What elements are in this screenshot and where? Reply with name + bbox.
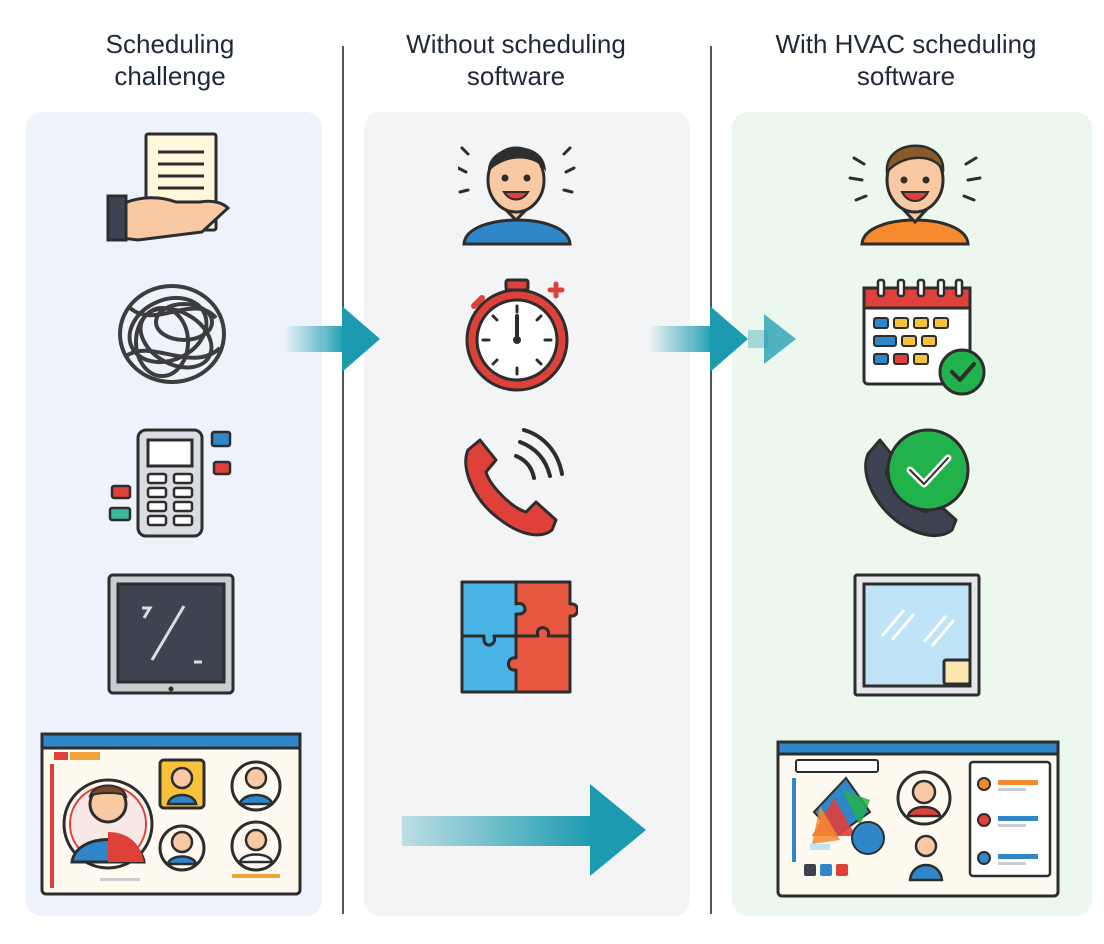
dashboard-icon	[776, 740, 1060, 898]
puzzle-pieces-icon	[458, 576, 578, 698]
hand-paper-icon	[104, 130, 234, 244]
divider-right	[710, 46, 712, 914]
blank-tablet-icon	[106, 572, 236, 696]
phone-check-icon	[858, 426, 972, 540]
column-title-with: With HVAC scheduling software	[775, 29, 1037, 91]
calendar-check-icon	[860, 276, 990, 400]
stressed-person-icon	[458, 126, 576, 248]
long-arrow-icon	[402, 782, 648, 878]
column-title-challenge: Scheduling challenge	[105, 29, 235, 91]
video-call-grid-icon	[40, 732, 302, 896]
stopwatch-icon	[460, 276, 578, 394]
ringing-phone-icon	[460, 428, 564, 540]
column-title-without: Without scheduling software	[406, 29, 626, 91]
clean-screen-icon	[852, 572, 982, 698]
keypad-device-icon	[104, 426, 236, 538]
arrow-without-to-with	[648, 304, 798, 374]
arrow-challenge-to-without	[284, 304, 382, 374]
tangled-wires-icon	[112, 278, 234, 392]
divider-left	[342, 46, 344, 914]
happy-person-icon	[848, 124, 982, 248]
